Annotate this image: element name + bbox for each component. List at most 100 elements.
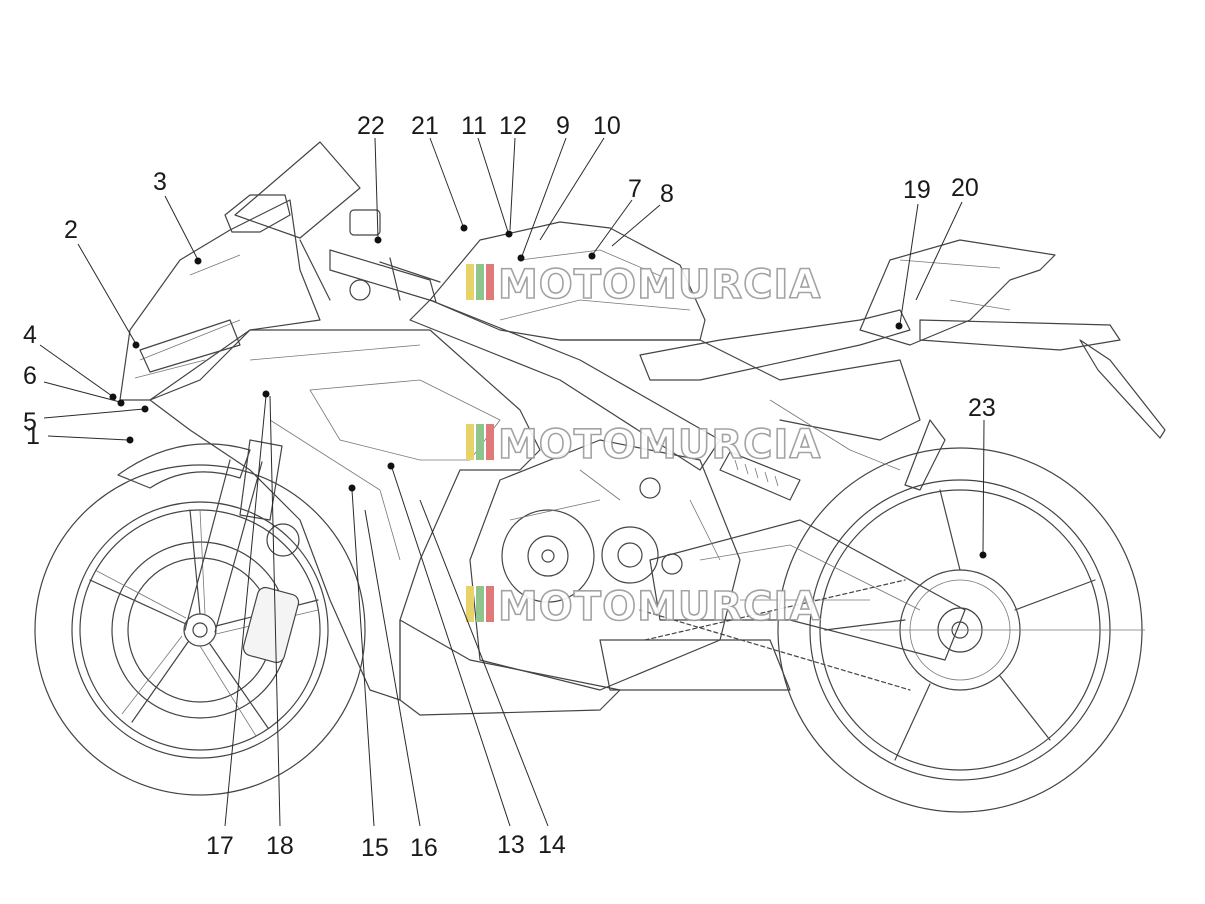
leader-line xyxy=(982,419,985,554)
callout-22[interactable]: 22 xyxy=(357,112,385,244)
callout-dot xyxy=(505,230,513,238)
callout-number: 5 xyxy=(23,408,37,436)
leader-line xyxy=(351,489,375,827)
callout-18[interactable]: 18 xyxy=(266,395,294,860)
callout-number: 10 xyxy=(593,112,621,140)
front-fairing xyxy=(119,199,321,401)
callout-number: 18 xyxy=(266,832,294,860)
watermark-stripe-red xyxy=(486,264,494,300)
callout-number: 21 xyxy=(411,112,439,140)
callout-number: 14 xyxy=(538,831,566,859)
swingarm xyxy=(649,519,966,661)
callout-dot xyxy=(374,236,382,244)
callout-14[interactable]: 14 xyxy=(419,499,566,859)
callout-2[interactable]: 2 xyxy=(64,216,140,349)
callout-number: 13 xyxy=(497,831,525,859)
leader-line xyxy=(509,137,516,231)
leader-line xyxy=(899,203,919,325)
leader-line xyxy=(419,499,549,827)
engine xyxy=(469,439,791,691)
callout-20[interactable]: 20 xyxy=(915,174,979,301)
leader-line xyxy=(592,199,633,255)
callout-10[interactable]: 10 xyxy=(539,112,621,241)
license-plate-holder xyxy=(1079,339,1166,439)
rear-shock xyxy=(719,451,801,501)
callout-15[interactable]: 15 xyxy=(348,484,389,863)
callout-16[interactable]: 16 xyxy=(364,509,438,862)
leader-line xyxy=(164,195,199,261)
front-wheel xyxy=(34,464,366,796)
callout-1[interactable]: 1 xyxy=(26,422,134,450)
front-fender xyxy=(117,443,251,489)
leader-line xyxy=(77,243,137,345)
callout-number: 23 xyxy=(968,394,996,422)
callout-9[interactable]: 9 xyxy=(517,112,570,262)
leader-line xyxy=(391,467,511,827)
watermark: MOTOMURCIA MOTOMURCIA MOTOMURCIA xyxy=(466,261,821,631)
leader-line xyxy=(611,204,661,247)
callout-7[interactable]: 7 xyxy=(588,175,642,260)
callout-number: 15 xyxy=(361,834,389,862)
callout-dot xyxy=(132,341,140,349)
leader-line xyxy=(39,344,113,397)
watermark-stripe-yellow xyxy=(466,586,474,622)
watermark-stripe-yellow xyxy=(466,264,474,300)
callout-number: 7 xyxy=(628,175,642,203)
frame xyxy=(409,299,721,471)
leader-line xyxy=(43,381,121,403)
callout-dot xyxy=(117,399,125,407)
windscreen xyxy=(234,141,361,239)
callout-number: 3 xyxy=(153,168,167,196)
callout-dot xyxy=(387,462,395,470)
callout-number: 20 xyxy=(951,174,979,202)
callout-4[interactable]: 4 xyxy=(23,321,117,401)
leader-line xyxy=(539,137,605,241)
callout-3[interactable]: 3 xyxy=(153,168,202,265)
leader-line xyxy=(224,395,267,827)
callout-number: 19 xyxy=(903,176,931,204)
rear-wheel xyxy=(777,447,1145,813)
callout-dot xyxy=(588,252,596,260)
callout-17[interactable]: 17 xyxy=(206,390,270,861)
watermark-stripe-green xyxy=(476,424,484,460)
callout-19[interactable]: 19 xyxy=(895,176,931,330)
leader-line xyxy=(47,435,129,441)
watermark-text: MOTOMURCIA xyxy=(498,262,821,308)
side-fairing xyxy=(149,329,541,701)
belly-pan xyxy=(399,619,621,716)
callout-13[interactable]: 13 xyxy=(387,462,525,860)
callout-5[interactable]: 5 xyxy=(23,405,149,437)
watermark-text: MOTOMURCIA xyxy=(498,422,821,468)
front-fork xyxy=(184,439,300,664)
callout-21[interactable]: 21 xyxy=(411,112,468,232)
leader-line xyxy=(364,509,421,827)
callout-11[interactable]: 11 xyxy=(461,112,513,238)
chain xyxy=(639,579,911,691)
rear-subframe xyxy=(919,319,1121,351)
callout-6[interactable]: 6 xyxy=(23,362,125,407)
leader-line xyxy=(269,395,281,827)
callout-dot xyxy=(517,254,525,262)
callout-dot xyxy=(194,257,202,265)
callout-number: 17 xyxy=(206,832,234,860)
watermark-stripe-yellow xyxy=(466,424,474,460)
seat xyxy=(639,309,911,381)
callout-dot xyxy=(979,551,987,559)
callout-number: 22 xyxy=(357,112,385,140)
handlebar xyxy=(299,209,441,303)
callout-number: 9 xyxy=(556,112,570,140)
mirror xyxy=(224,194,291,233)
callout-8[interactable]: 8 xyxy=(611,180,674,247)
watermark-text: MOTOMURCIA xyxy=(498,584,821,630)
callout-23[interactable]: 23 xyxy=(968,394,996,559)
leader-line xyxy=(521,137,567,257)
watermark-top: MOTOMURCIA xyxy=(466,261,821,309)
callout-dot xyxy=(460,224,468,232)
watermark-stripe-red xyxy=(486,586,494,622)
callout-12[interactable]: 12 xyxy=(499,112,527,231)
leader-line xyxy=(43,408,145,419)
callout-dot xyxy=(126,436,134,444)
callout-dot xyxy=(109,393,117,401)
leader-line xyxy=(915,201,963,301)
callout-number: 16 xyxy=(410,834,438,862)
